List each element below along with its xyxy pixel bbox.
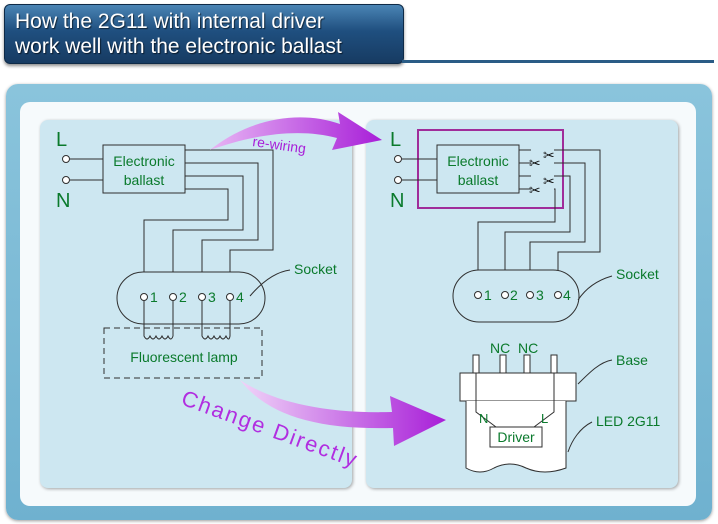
right-l-terminal [394, 155, 402, 163]
led-l-label: L [541, 411, 548, 426]
left-socket-label: Socket [294, 261, 337, 277]
led-label: LED 2G11 [596, 413, 661, 429]
rewiring-arrow [210, 112, 382, 150]
left-n-label: N [56, 190, 70, 212]
right-pin-3: 3 [536, 287, 544, 303]
rewiring-label: re-wiring [252, 133, 307, 156]
led-pin-1 [472, 354, 480, 374]
change-directly-arrow [240, 380, 446, 446]
left-diagram: L N Electronic ballast 1 2 3 4 Socket [56, 129, 337, 379]
base-pointer [577, 359, 613, 385]
scissors-icon: ✂ [543, 147, 555, 163]
left-ballast-label-2: ballast [124, 172, 165, 188]
right-wire-2 [504, 175, 571, 290]
led-pointer [567, 421, 593, 453]
right-nc-label-1: NC [490, 340, 510, 356]
left-wire-4 [185, 149, 274, 292]
scissors-icon: ✂ [529, 182, 541, 198]
right-wire-4 [554, 149, 601, 290]
led-base [459, 372, 577, 402]
base-label: Base [616, 352, 648, 368]
right-highlight-box [417, 129, 564, 209]
right-l-label: L [390, 129, 401, 151]
left-socket [116, 271, 266, 325]
right-socket-pointer [577, 275, 613, 301]
led-pin-3 [523, 354, 531, 374]
right-n-terminal [394, 176, 402, 184]
led-wire-n [475, 373, 501, 431]
driver-box [489, 426, 543, 448]
left-n-terminal [62, 176, 70, 184]
left-lamp-box [103, 327, 263, 379]
scissors-icon: ✂ [529, 155, 541, 171]
right-wire-3 [529, 162, 586, 290]
left-wire-1 [143, 188, 229, 292]
right-nc-label-2: NC [518, 340, 538, 356]
right-wire-1 [477, 188, 556, 290]
driver-label: Driver [497, 429, 535, 445]
right-diagram: L N Electronic ballast 1 2 3 4 Socket [390, 129, 661, 473]
left-filament-1 [143, 332, 174, 340]
left-ballast-box [102, 144, 186, 194]
right-ballast-label-1: Electronic [447, 153, 508, 169]
title-banner: How the 2G11 with internal driver work w… [4, 4, 404, 64]
left-l-label: L [56, 129, 67, 151]
left-lamp-label: Fluorescent lamp [130, 349, 238, 365]
led-pin-2 [499, 354, 507, 374]
left-wire-2 [172, 175, 244, 292]
right-pin-4: 4 [563, 287, 571, 303]
left-pin-4: 4 [236, 289, 244, 305]
left-filament-2 [201, 332, 231, 340]
right-socket [452, 269, 580, 323]
title-line-1: How the 2G11 with internal driver [15, 10, 324, 33]
title-line-2: work well with the electronic ballast [15, 35, 342, 58]
right-ballast-box [436, 144, 520, 194]
led-wire-l [529, 373, 555, 431]
scissors-icon: ✂ [543, 173, 555, 189]
led-n-label: N [479, 411, 488, 426]
left-wire-3 [185, 162, 259, 292]
right-pin-1: 1 [484, 287, 492, 303]
left-l-terminal [62, 155, 70, 163]
title-underline [402, 60, 714, 63]
left-pin-2: 2 [179, 289, 187, 305]
right-socket-label: Socket [616, 266, 659, 282]
left-socket-pointer [249, 269, 291, 297]
left-pin-3: 3 [208, 289, 216, 305]
right-n-label: N [390, 190, 404, 212]
led-pin-4 [550, 354, 558, 374]
left-pin-1: 1 [150, 289, 158, 305]
left-ballast-label-1: Electronic [113, 153, 174, 169]
right-ballast-label-2: ballast [458, 172, 499, 188]
right-pin-2: 2 [510, 287, 518, 303]
